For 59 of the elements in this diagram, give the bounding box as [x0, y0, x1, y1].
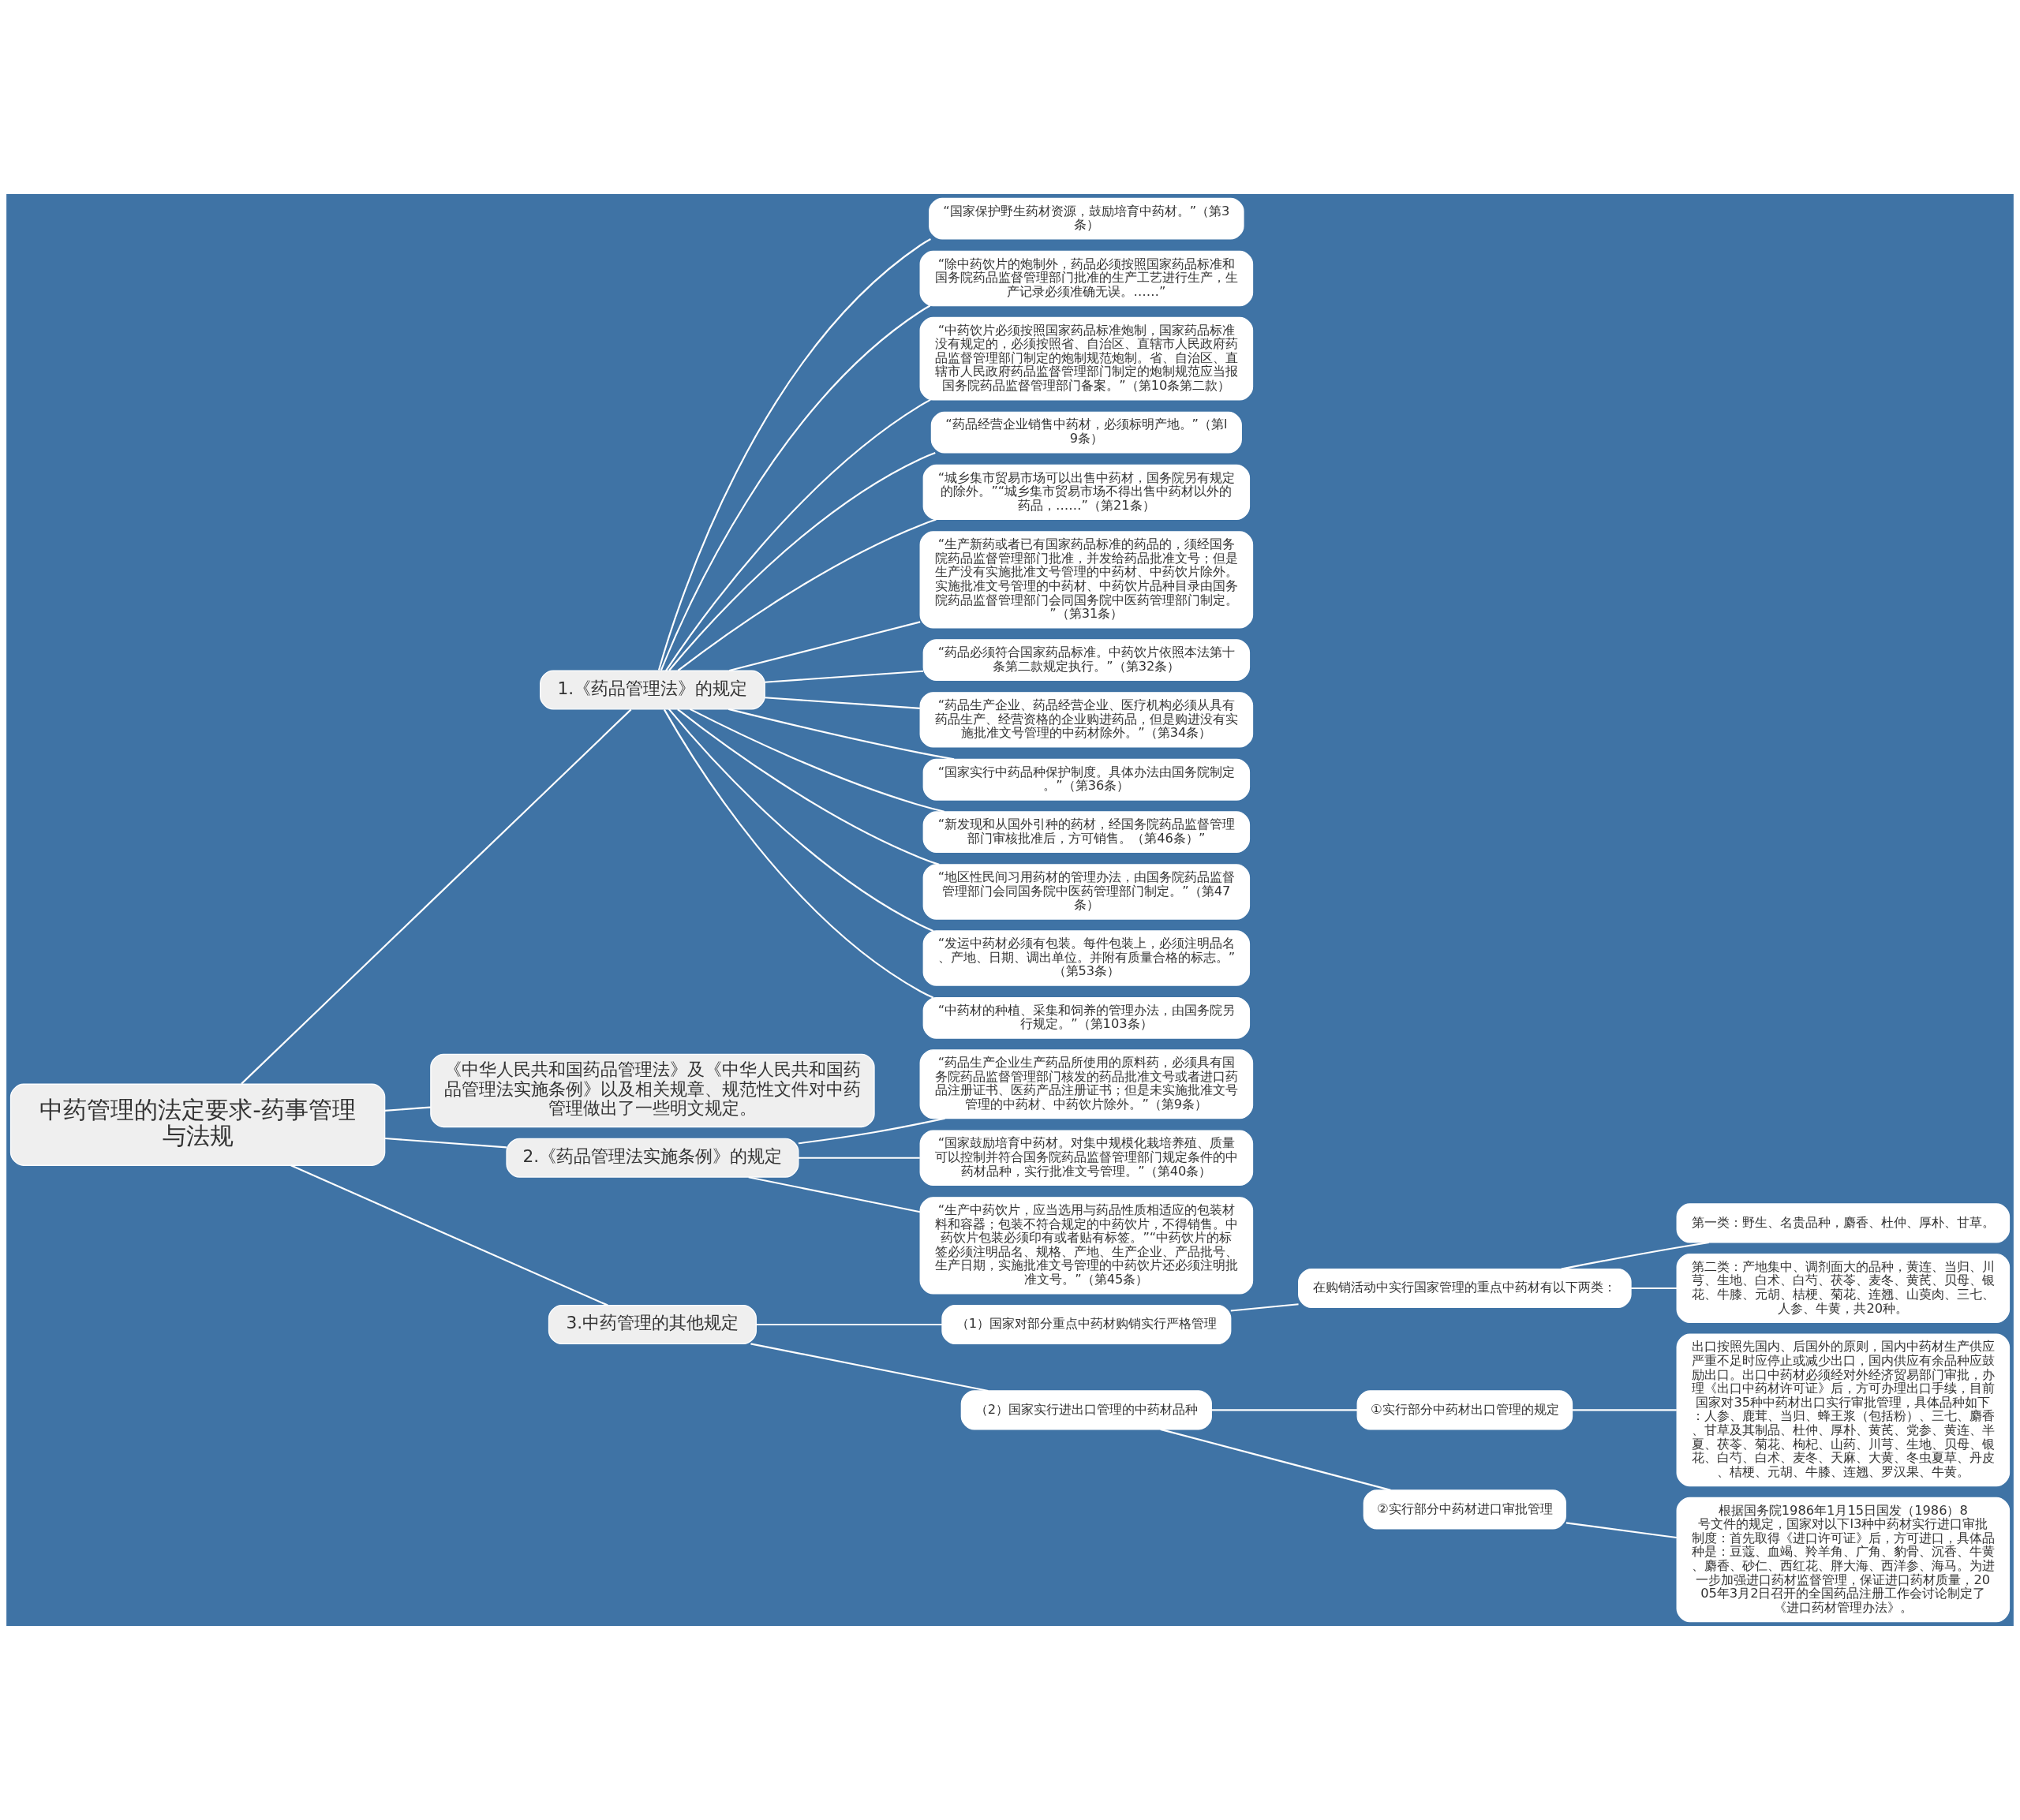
connector	[677, 708, 940, 865]
connector	[750, 1343, 989, 1392]
node-box: 第二类：产地集中、调剂面大的品种，黄连、当归、川芎、生地、白术、白芍、茯苓、麦冬、黄芪、贝母、银花、牛膝、元胡、桔梗、菊花、连翘、山萸肉、三七、人参、牛黄，共20种。	[1676, 1253, 2011, 1323]
connector	[799, 1157, 920, 1159]
node-box: 1.《药品管理法》的规定	[540, 670, 765, 710]
node-box: （2）国家实行进出口管理的中药材品种	[960, 1390, 1212, 1430]
node-box: 中药管理的法定要求-药事管理与法规	[9, 1083, 386, 1166]
connector	[1160, 1428, 1391, 1491]
connector	[1211, 1409, 1358, 1411]
node-box: 第一类：野生、名贵品种，麝香、杜仲、厚朴、甘草。	[1676, 1203, 2011, 1243]
node-box: “药品经营企业销售中药材，必须标明产地。”（第l9条）	[930, 411, 1242, 454]
node-box: “药品生产企业、药品经营企业、医疗机构必须从具有药品生产、经营资格的企业购进药品，但是购进没有实施批准文号管理的中药材除外。”（第34条）	[919, 692, 1254, 748]
connector	[668, 451, 936, 671]
node-box: “生产中药饮片，应当选用与药品性质相适应的包装材料和容器；包装不符合规定的中药饮片，不得销售。中药饮片包装必须印有或者贴有标签。”“中药饮片的标签必须注明品名、规格、产地、生产企业、产品批号、生产日期，实施批准文号管理的中药饮片还必须注明批准文号。”（第45条）	[919, 1197, 1254, 1295]
connector	[756, 1323, 942, 1326]
connector	[290, 1164, 608, 1306]
connector	[1573, 1409, 1677, 1411]
connector	[798, 1117, 945, 1145]
node-box: “国家保护野生药材资源，鼓励培育中药材。”（第3条）	[929, 197, 1244, 240]
connector	[663, 708, 934, 999]
node-box: 2.《药品管理法实施条例》的规定	[506, 1138, 799, 1178]
node-box: “发运中药材必须有包装。每件包装上，必须注明品名、产地、日期、调出单位。并附有质量合格的标志。”（第53条）	[922, 930, 1251, 986]
node-box: 出口按照先国内、后国外的原则，国内中药材生产供应严重不足时应停止或减少出口，国内供应有余品种应鼓励出口。出口中药材必须经对外经济贸易部门审批，办理《出口中药材许可证》后，方可办理出口手续，目前国家对35种中药材出口实行审批管理，具体品种如下：人参、鹿茸、当归、蜂王浆（包括粉）、三七、麝香、甘草及其制品、杜仲、厚朴、黄芪、党参、黄连、半夏、茯苓、菊花、枸杞、山药、川芎、生地、贝母、银花、白芍、白术、麦冬、天麻、大黄、冬虫夏草、丹皮、桔梗、元胡、牛膝、连翘、罗汉果、牛黄。	[1676, 1333, 2011, 1487]
node-box: “国家鼓励培育中药材。对集中规模化栽培养殖、质量可以控制并符合国务院药品监督管理部门规定条件的中药材品种，实行批准文号管理。”（第40条）	[919, 1130, 1254, 1186]
connector	[665, 398, 931, 671]
node-box: “中药材的种植、采集和饲养的管理办法，由国务院另行规定。”（第103条）	[922, 996, 1251, 1039]
node-box: “生产新药或者已有国家药品标准的药品的，须经国务院药品监督管理部门批准，并发给药品批准文号；但是生产没有实施批准文号管理的中药材、中药饮片除外。实施批准文号管理的中药材、中药饮片品种目录由国务院药品监督管理部门会同国务院中医药管理部门制定。”（第31条）	[919, 531, 1254, 629]
connector	[1561, 1241, 1710, 1270]
node-box: “城乡集市贸易市场可以出售中药材，国务院另有规定的除外。”“城乡集市贸易市场不得出售中药材以外的药品，……”（第21条）	[922, 464, 1251, 521]
node-box: 《中华人民共和国药品管理法》及《中华人民共和国药品管理法实施条例》以及相关规章、规范性文件对中药管理做出了一些明文规定。	[430, 1053, 875, 1128]
connector	[690, 708, 945, 813]
node-box: “除中药饮片的炮制外，药品必须按照国家药品标准和国务院药品监督管理部门批准的生产工艺进行生产，生产记录必须准确无误。……”	[919, 250, 1254, 307]
node-box: “中药饮片必须按照国家药品标准炮制，国家药品标准没有规定的，必须按照省、自治区、直辖市人民政府药品监督管理部门制定的炮制规范炮制。省、自治区、直辖市人民政府药品监督管理部门制定的炮制规范应当报国务院药品监督管理部门备案。”（第10条第二款）	[919, 316, 1254, 401]
connector	[241, 708, 632, 1085]
connector	[1230, 1303, 1299, 1312]
connector	[677, 518, 937, 671]
node-box: ②实行部分中药材进口审批管理	[1363, 1489, 1566, 1530]
connector	[728, 708, 955, 761]
node-box: “药品生产企业生产药品所使用的原料药，必须具有国务院药品监督管理部门核发的药品批准文号或者进口药品注册证书、医药产品注册证书；但是未实施批准文号管理的中药材、中药饮片除外。”（第9条）	[919, 1049, 1254, 1119]
connector	[657, 238, 931, 671]
node-box: “新发现和从国外引种的药材，经国务院药品监督管理部门审核批准后，方可销售。（第46条）”	[922, 811, 1251, 854]
node-box: （1）国家对部分重点中药材购销实行严格管理	[941, 1305, 1232, 1345]
connector	[728, 621, 921, 672]
connector	[1566, 1522, 1677, 1539]
connector	[748, 1176, 921, 1213]
connector	[384, 1106, 431, 1112]
node-box: 在购销活动中实行国家管理的重点中药材有以下两类：	[1298, 1268, 1632, 1309]
node-box: 根据国务院1986年1月15日国发（1986）8号文件的规定，国家对以下l3种中药材实行进口审批制度：首先取得《进口许可证》后，方可进口，具体品种是：豆蔻、血竭、羚羊角、广角、豹骨、沉香、牛黄、麝香、砂仁、西红花、胖大海、西洋参、海马。为进一步加强进口药材监督管理，保证进口药材质量，2005年3月2日召开的全国药品注册工作会讨论制定了《进口药材管理办法》。	[1676, 1497, 2011, 1623]
connector	[660, 305, 931, 671]
connector	[384, 1137, 507, 1149]
node-box: “地区性民间习用药材的管理办法，由国务院药品监督管理部门会同国务院中医药管理部门制定。”（第47条）	[922, 864, 1251, 920]
connector	[765, 670, 924, 683]
connector	[765, 697, 920, 709]
node-box: “国家实行中药品种保护制度。具体办法由国务院制定。”（第36条）	[922, 758, 1251, 801]
node-box: “药品必须符合国家药品标准。中药饮片依照本法第十条第二款规定执行。”（第32条）	[922, 639, 1251, 681]
connector	[668, 708, 933, 932]
node-box: ①实行部分中药材出口管理的规定	[1356, 1390, 1573, 1430]
node-box: 3.中药管理的其他规定	[548, 1305, 757, 1345]
connector	[1631, 1287, 1678, 1290]
